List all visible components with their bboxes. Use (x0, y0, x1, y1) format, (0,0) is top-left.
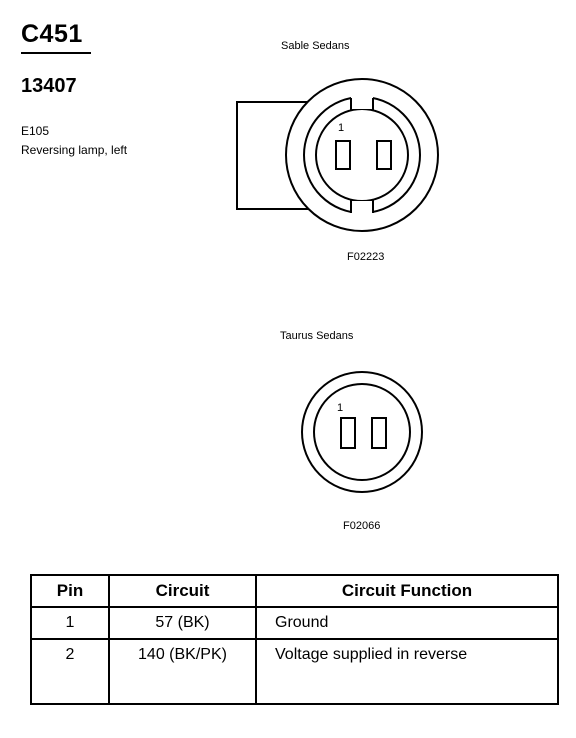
sable-connector-housing (236, 101, 322, 210)
sable-figure-code: F02223 (347, 251, 385, 263)
sable-connector-key-top (351, 95, 373, 109)
sable-connector-key-bottom (351, 201, 373, 215)
circuit-cell: 140 (BK/PK) (108, 638, 257, 705)
function-cell: Ground (255, 606, 559, 640)
circuit-cell: 57 (BK) (108, 606, 257, 640)
component-description: Reversing lamp, left (21, 143, 128, 157)
header-pin: Pin (30, 574, 110, 608)
part-number: 13407 (21, 75, 77, 97)
pin-cell: 2 (30, 638, 110, 705)
table-row: 2 140 (BK/PK) Voltage supplied in revers… (30, 638, 559, 705)
table-row: 1 57 (BK) Ground (30, 606, 559, 640)
header-circuit-function: Circuit Function (255, 574, 559, 608)
sable-pin-1-label: 1 (338, 122, 345, 134)
component-code: E105 (21, 124, 50, 138)
taurus-view-label: Taurus Sedans (280, 330, 354, 342)
sable-pin-1-socket (335, 140, 351, 170)
pin-cell: 1 (30, 606, 110, 640)
taurus-pin-1-label: 1 (337, 402, 344, 414)
taurus-pin-2-socket (371, 417, 387, 449)
sable-connector-outer-ring (285, 78, 439, 232)
table-header-row: Pin Circuit Circuit Function (30, 574, 559, 608)
taurus-connector-outer-ring (301, 371, 423, 493)
sable-pin-2-socket (376, 140, 392, 170)
header-circuit: Circuit (108, 574, 257, 608)
taurus-pin-1-socket (340, 417, 356, 449)
taurus-figure-code: F02066 (343, 520, 381, 532)
sable-view-label: Sable Sedans (281, 40, 350, 52)
connector-id-underline (21, 52, 91, 54)
function-cell: Voltage supplied in reverse (255, 638, 559, 705)
connector-id: C451 (21, 20, 83, 48)
taurus-connector-inner-ring (313, 383, 411, 481)
pinout-table: Pin Circuit Circuit Function 1 57 (BK) G… (30, 574, 559, 705)
